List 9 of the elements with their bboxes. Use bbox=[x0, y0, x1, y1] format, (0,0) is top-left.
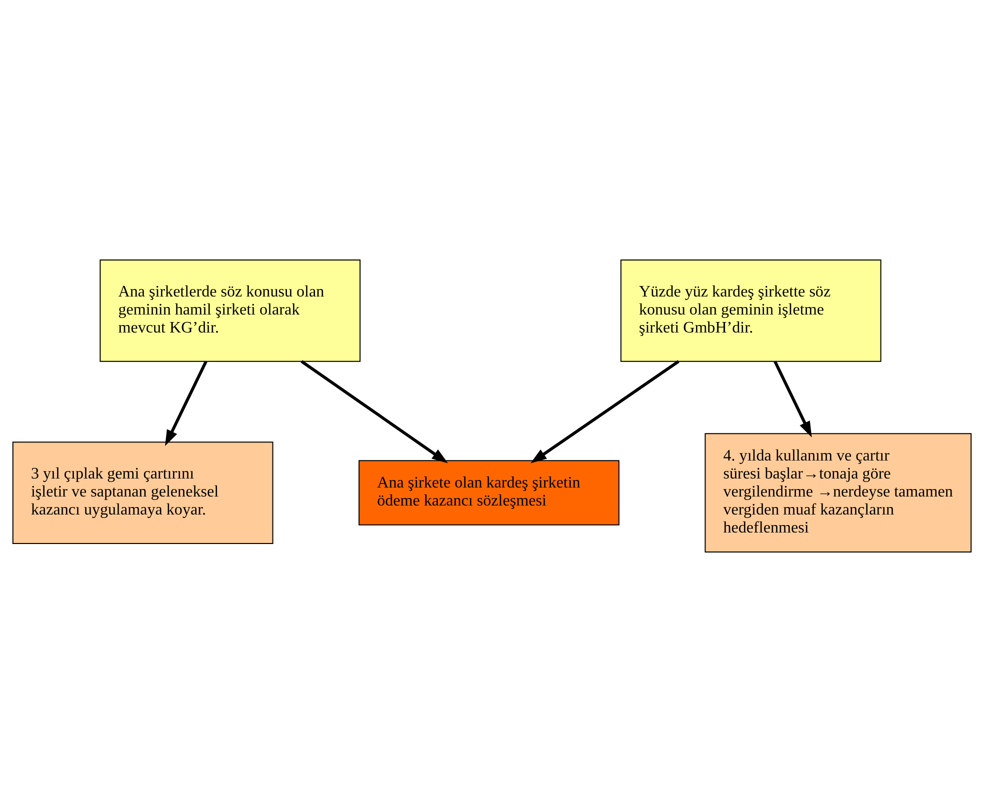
arrow bbox=[530, 360, 680, 463]
node-box: Ana şirkete olan kardeş şirketin ödeme kazancı sözleşmesi bbox=[358, 460, 620, 525]
arrow bbox=[774, 360, 812, 437]
node-box: Ana şirketlerde söz konusu olan geminin hamil şirketi olarak mevcut KG’dir. bbox=[100, 259, 361, 362]
node-box: Yüzde yüz kardeş şirkette söz konusu olan geminin işletme şirketi GmbH’dir. bbox=[620, 259, 882, 362]
node-box: 3 yıl çıplak gemi çartırını işletir ve saptanan geleneksel kazancı uygulamaya koyar. bbox=[12, 441, 274, 544]
arrow bbox=[165, 360, 208, 446]
node-box: 4. yılda kullanım ve çartır süresi başlar→tonaja göre vergilendirme →nerdeyse tamamen vergiden muaf kazançların hedeflenmesi bbox=[704, 432, 972, 552]
arrow bbox=[300, 360, 448, 463]
